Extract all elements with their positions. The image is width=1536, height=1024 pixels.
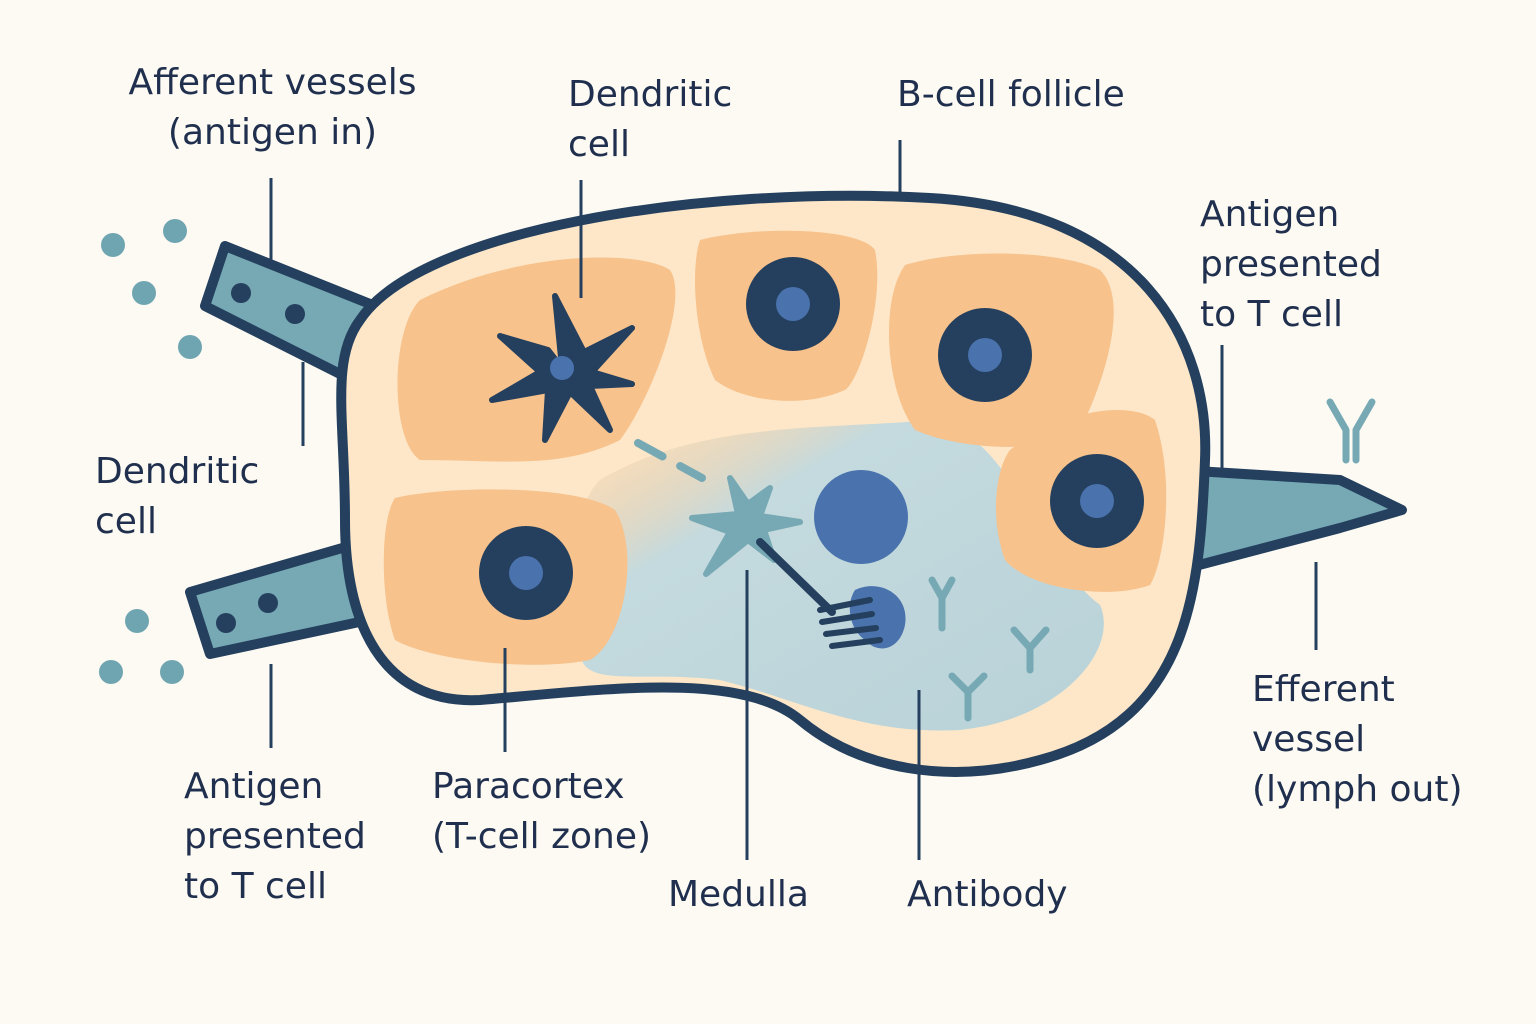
- antigen-dot: [258, 593, 278, 613]
- antigen-dot: [231, 283, 251, 303]
- antigen-dot: [216, 613, 236, 633]
- label-antibody: Antibody: [907, 870, 1068, 920]
- label-dendritic-cell-top: Dendritic cell: [568, 70, 732, 170]
- label-line: Afferent vessels: [128, 62, 417, 103]
- label-line: (T-cell zone): [432, 816, 652, 857]
- dendritic-cell-icon: [489, 293, 635, 443]
- t-cell-interaction-icon: [817, 586, 906, 649]
- presenting-dendritic-cell-icon: [689, 475, 836, 616]
- label-line: presented: [184, 816, 366, 857]
- label-dendritic-cell-left: Dendritic cell: [95, 447, 259, 547]
- label-line: presented: [1200, 244, 1382, 285]
- label-line: to T cell: [184, 866, 327, 907]
- antibody-icon: [1326, 398, 1376, 464]
- label-line: Antigen: [184, 766, 324, 807]
- label-line: B-cell follicle: [897, 74, 1125, 115]
- antigen-dot: [285, 304, 305, 324]
- label-afferent-vessels: Afferent vessels (antigen in): [110, 58, 435, 158]
- label-line: Antigen: [1200, 194, 1340, 235]
- label-line: (lymph out): [1252, 769, 1463, 810]
- efferent-vessel: [1175, 465, 1407, 575]
- label-line: Medulla: [668, 874, 809, 915]
- label-line: cell: [568, 124, 630, 165]
- medulla-region: [578, 420, 1104, 731]
- b-cell: [479, 526, 573, 620]
- label-medulla: Medulla: [668, 870, 809, 920]
- label-antigen-presented-left: Antigen presented to T cell: [184, 762, 366, 912]
- b-cell: [938, 308, 1032, 402]
- leader-lines: [269, 140, 1318, 860]
- b-cell: [746, 257, 840, 351]
- migration-path: [634, 439, 706, 482]
- label-line: Efferent: [1252, 669, 1395, 710]
- label-antigen-presented-right: Antigen presented to T cell: [1200, 190, 1382, 340]
- antigen-particles: [99, 219, 202, 684]
- label-paracortex: Paracortex (T-cell zone): [432, 762, 651, 862]
- label-b-cell-follicle: B-cell follicle: [897, 70, 1125, 120]
- label-line: cell: [95, 501, 157, 542]
- antibody-icon: [928, 576, 1050, 722]
- label-line: Paracortex: [432, 766, 625, 807]
- label-line: (antigen in): [167, 112, 378, 153]
- plasma-cell: [814, 470, 908, 564]
- label-line: Dendritic: [568, 74, 733, 115]
- label-line: to T cell: [1200, 294, 1343, 335]
- b-cell: [1050, 454, 1144, 548]
- label-line: vessel: [1252, 719, 1366, 760]
- label-efferent-vessel: Efferent vessel (lymph out): [1252, 665, 1463, 815]
- label-line: Dendritic: [95, 451, 260, 492]
- label-line: Antibody: [907, 874, 1068, 915]
